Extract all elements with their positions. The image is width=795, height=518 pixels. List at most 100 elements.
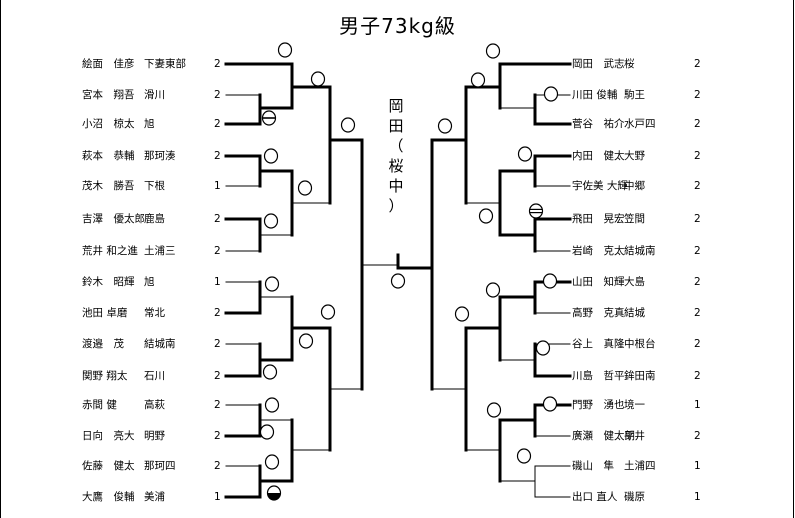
entrant-grade: 2 xyxy=(694,370,701,382)
entrant-grade: 2 xyxy=(694,245,701,257)
entrant-grade: 2 xyxy=(694,118,701,130)
win-mark-icon xyxy=(517,146,533,162)
entrant-team: 中根台 xyxy=(624,338,656,350)
win-mark-icon xyxy=(264,454,280,470)
entrant-name: 磯山 隼 xyxy=(572,460,614,472)
entrant-team: 那珂四 xyxy=(144,460,176,472)
entrant-team: 滑川 xyxy=(144,89,165,101)
entrant-name: 渡邉 茂 xyxy=(82,338,124,350)
win-mark-icon xyxy=(543,86,559,102)
entrant-name: 岩崎 克太 xyxy=(572,245,625,257)
win-mark-icon xyxy=(454,306,470,322)
entrant-name: 谷上 真隆 xyxy=(572,338,625,350)
entrant-team: 旭 xyxy=(144,276,155,288)
entrant-grade: 1 xyxy=(694,399,701,411)
entrant-team: 下根 xyxy=(144,180,165,192)
entrant-name: 高野 克真 xyxy=(572,307,625,319)
entrant-grade: 2 xyxy=(214,399,221,411)
champion-char: 中 xyxy=(388,177,404,195)
win-mark-icon xyxy=(277,42,293,58)
entrant-team: 旭 xyxy=(144,118,155,130)
page-title: 男子73kg級 xyxy=(339,14,456,38)
entrant-name: 日向 亮大 xyxy=(82,430,135,442)
entrant-grade: 2 xyxy=(694,150,701,162)
entrant-name: 宇佐美 大輝 xyxy=(572,180,628,192)
champion-char: 桜 xyxy=(388,157,404,175)
entrant-team: 笠間 xyxy=(624,213,645,225)
entrant-team: 結城南 xyxy=(144,338,176,350)
entrant-team: 鹿島 xyxy=(144,213,165,225)
entrant-team: 明野 xyxy=(144,430,165,442)
entrant-grade: 2 xyxy=(694,276,701,288)
entrant-grade: 2 xyxy=(214,430,221,442)
entrant-team: 大野 xyxy=(624,150,645,162)
half-win-mark-icon xyxy=(266,485,282,501)
win-mark-icon xyxy=(263,148,279,164)
win-mark-icon xyxy=(264,397,280,413)
entrant-team: 常北 xyxy=(144,307,165,319)
entrant-team: 美浦 xyxy=(144,491,165,503)
entrant-team: 下妻東部 xyxy=(144,58,186,70)
entrant-team: 水戸四 xyxy=(624,118,656,130)
win-mark-icon xyxy=(264,276,280,292)
entrant-name: 内田 健太 xyxy=(572,150,625,162)
entrant-grade: 1 xyxy=(214,491,221,503)
entrant-grade: 1 xyxy=(694,460,701,472)
win-mark-icon xyxy=(437,118,453,134)
champion-char: （ xyxy=(388,137,404,155)
win-mark-icon xyxy=(390,273,406,289)
entrant-team: 大島 xyxy=(624,276,645,288)
win-mark-icon xyxy=(298,333,314,349)
entrant-team: 鉾田南 xyxy=(624,370,656,382)
entrant-name: 飛田 晃宏 xyxy=(572,213,625,225)
entrant-grade: 2 xyxy=(214,58,221,70)
entrant-name: 岡田 武志 xyxy=(572,58,625,70)
win-mark-icon xyxy=(263,213,279,229)
win-mark-icon xyxy=(516,448,532,464)
entrant-team: 桜 xyxy=(624,58,635,70)
win-mark-icon xyxy=(542,273,558,289)
entrant-name: 赤間 健 xyxy=(82,399,117,411)
entrant-grade: 2 xyxy=(694,213,701,225)
entrant-grade: 2 xyxy=(214,307,221,319)
entrant-team: 境一 xyxy=(624,399,645,411)
entrant-name: 大鷹 俊輔 xyxy=(82,491,135,503)
entrant-name: 出口 直人 xyxy=(572,491,618,503)
entrant-grade: 2 xyxy=(214,245,221,257)
entrant-name: 山田 知輝 xyxy=(572,276,625,288)
entrant-name: 小沼 椋太 xyxy=(82,118,135,130)
entrant-name: 関野 翔太 xyxy=(82,370,128,382)
entrant-team: 土浦四 xyxy=(624,460,656,472)
entrant-grade: 2 xyxy=(694,338,701,350)
entrant-team: 平井 xyxy=(624,430,645,442)
entrant-team: 駒王 xyxy=(624,89,645,101)
win-mark-icon xyxy=(297,180,313,196)
champion-char: ） xyxy=(388,197,404,215)
entrant-name: 川島 哲平 xyxy=(572,370,625,382)
entrant-grade: 2 xyxy=(694,307,701,319)
entrant-team: 高萩 xyxy=(144,399,165,411)
entrant-name: 宮本 翔吾 xyxy=(82,89,135,101)
champion-char: 田 xyxy=(388,117,404,135)
entrant-grade: 2 xyxy=(214,338,221,350)
entrant-name: 吉澤 優太郎 xyxy=(82,213,145,225)
entrant-team: 土浦三 xyxy=(144,245,176,257)
entrant-grade: 2 xyxy=(214,213,221,225)
entrant-team: 石川 xyxy=(144,370,165,382)
entrant-name: 菅谷 祐介 xyxy=(572,118,625,130)
win-mark-icon xyxy=(485,282,501,298)
win-mark-icon xyxy=(535,340,551,356)
entrant-name: 鈴木 昭輝 xyxy=(82,276,135,288)
entrant-team: 結城南 xyxy=(624,245,656,257)
entrant-team: 中郷 xyxy=(624,180,645,192)
champion-char: 岡 xyxy=(388,97,404,115)
entrant-name: 池田 卓磨 xyxy=(82,307,128,319)
entrant-grade: 2 xyxy=(214,118,221,130)
entrant-name: 茂木 勝吾 xyxy=(82,180,135,192)
entrant-name: 川田 俊輔 xyxy=(572,89,618,101)
entrant-name: 門野 湧也 xyxy=(572,399,625,411)
entrant-name: 萩本 恭輔 xyxy=(82,150,135,162)
entrant-team: 結城 xyxy=(624,307,645,319)
